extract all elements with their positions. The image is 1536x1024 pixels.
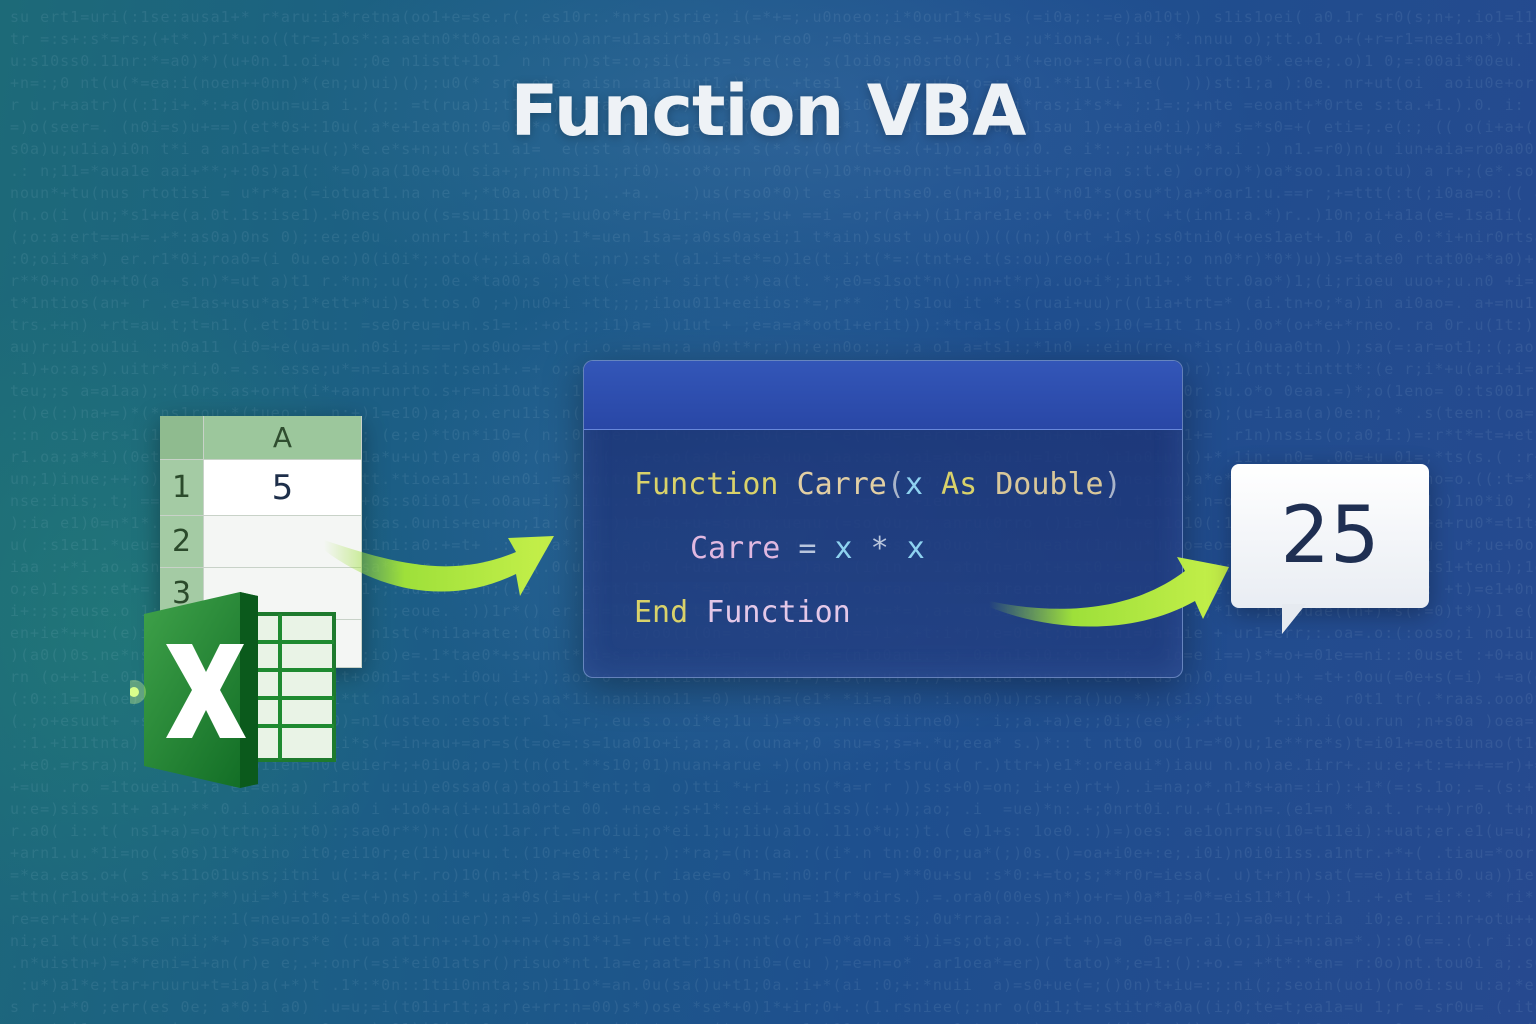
code-line-assignment: Carre = x * x — [690, 531, 925, 566]
row-header-1[interactable]: 1 — [160, 460, 204, 516]
cell-a2[interactable] — [204, 516, 362, 568]
row-header-2[interactable]: 2 — [160, 516, 204, 568]
cell-a1[interactable]: 5 — [204, 460, 362, 516]
keyword-function: Function — [634, 467, 779, 502]
result-bubble-tail — [1282, 604, 1306, 634]
page-title: Function VBA — [510, 70, 1027, 152]
close-paren: ) — [1103, 467, 1122, 502]
assign-target: Carre — [690, 531, 781, 566]
operand-a: x — [834, 531, 853, 566]
column-header-a[interactable]: A — [204, 416, 362, 460]
vba-code-window[interactable]: Function Carre(x As Double) Carre = x * … — [583, 360, 1183, 678]
keyword-end: End — [634, 595, 689, 630]
equals-operator: = — [798, 531, 817, 566]
code-line-function-declaration: Function Carre(x As Double) — [634, 467, 1122, 502]
param-x: x — [904, 467, 923, 502]
multiply-operator: * — [870, 531, 889, 566]
open-paren: ( — [886, 467, 905, 502]
sheet-corner — [160, 416, 204, 460]
result-value: 25 — [1280, 491, 1380, 581]
keyword-as: As — [941, 467, 978, 502]
code-window-titlebar[interactable] — [584, 361, 1182, 430]
type-double: Double — [995, 467, 1104, 502]
keyword-end-function: Function — [706, 595, 851, 630]
excel-logo-icon — [130, 592, 336, 788]
operand-b: x — [906, 531, 925, 566]
code-line-end-function: End Function — [634, 595, 851, 630]
result-bubble: 25 — [1231, 464, 1429, 608]
function-name: Carre — [796, 467, 887, 502]
